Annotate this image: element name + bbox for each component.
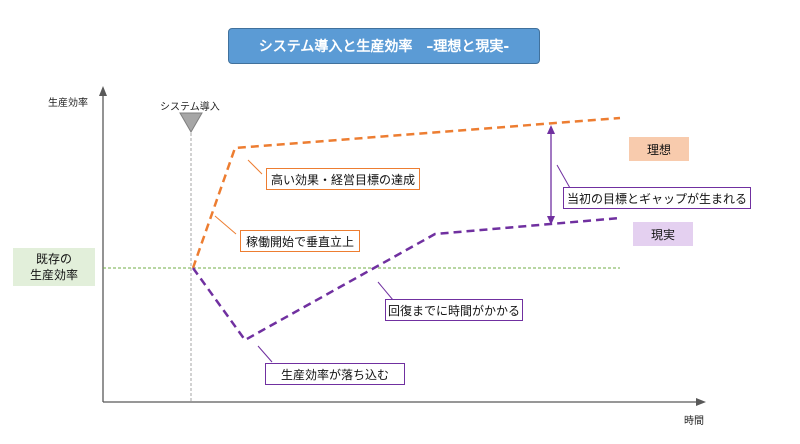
gap-arrow-head-bottom — [547, 216, 555, 225]
real-tag: 現実 — [633, 222, 693, 246]
leader-vertical-rise — [214, 215, 237, 235]
ideal-path — [191, 116, 621, 269]
baseline-label-box: 既存の 生産効率 — [13, 248, 95, 286]
leader-drop — [257, 345, 273, 363]
y-axis-label: 生産効率 — [48, 98, 88, 109]
x-axis-arrow — [696, 398, 706, 406]
leader-gap — [556, 164, 571, 189]
callout-drop: 生産効率が落ち込む — [265, 363, 405, 385]
callout-recovery: 回復までに時間がかかる — [385, 299, 523, 321]
ideal-tag: 理想 — [629, 137, 689, 161]
y-axis-arrow — [99, 86, 107, 96]
system-introduction-marker-icon — [179, 112, 203, 133]
diagram-title: システム導入と生産効率 –理想と現実- — [228, 28, 540, 64]
callout-gap: 当初の目標とギャップが生まれる — [563, 187, 751, 209]
x-axis-label: 時間 — [684, 416, 704, 427]
system-introduction-label: システム導入 — [160, 102, 220, 113]
callout-vertical-rise: 稼働開始で垂直立上 — [240, 230, 360, 252]
leader-recovery — [377, 281, 394, 301]
leader-high-effect — [247, 159, 263, 175]
real-path — [191, 216, 621, 342]
gap-arrow-head-top — [547, 125, 555, 134]
callout-high-effect: 高い効果・経営目標の達成 — [266, 168, 420, 190]
